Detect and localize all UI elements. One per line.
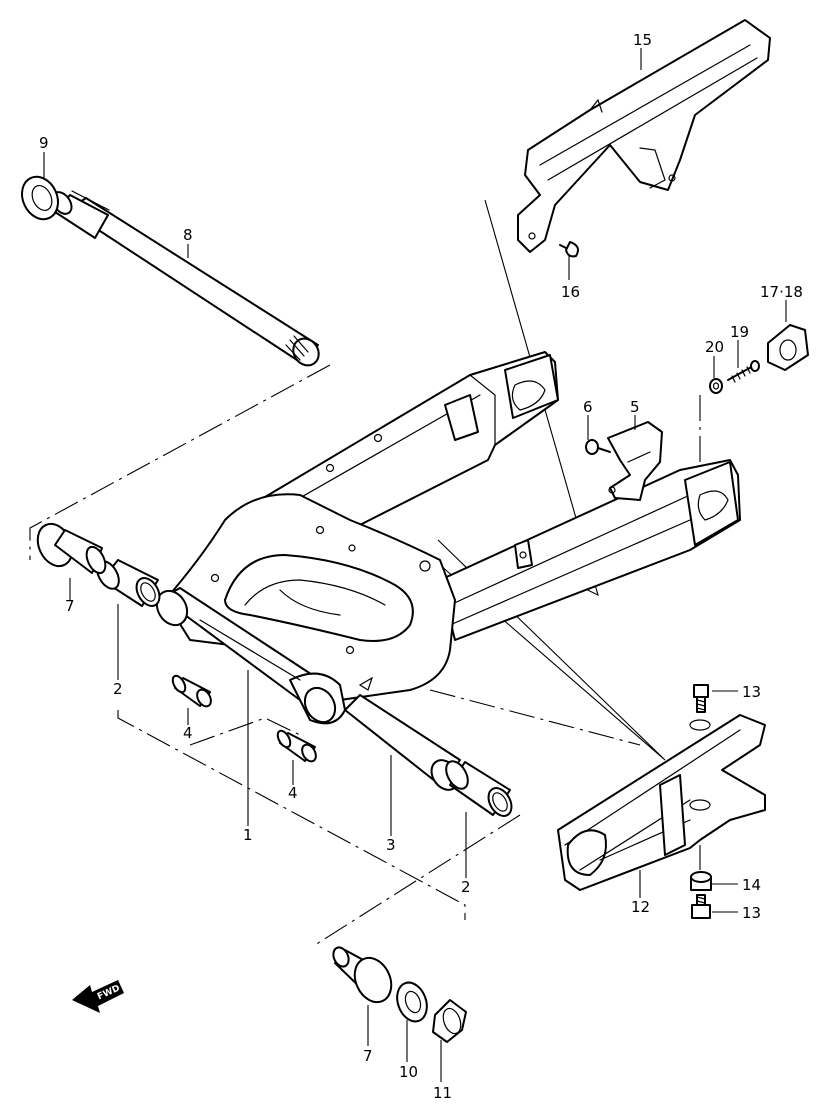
callout-17-18: 17·18 — [760, 283, 803, 301]
assembly-reference-lines — [29, 364, 701, 948]
block-washer — [709, 378, 723, 394]
callout-7-right: 7 — [363, 1047, 373, 1065]
block-bolt — [727, 360, 760, 383]
callout-15: 15 — [633, 31, 652, 49]
guide-bolt-upper — [693, 684, 709, 713]
leader-lines — [43, 48, 787, 1082]
callout-9: 9 — [39, 134, 49, 152]
forward-arrow-icon: FWD — [72, 980, 124, 1013]
callout-16: 16 — [561, 283, 580, 301]
small-bearing-upper — [171, 674, 212, 708]
guide-bolt-lower — [691, 894, 711, 919]
callout-14: 14 — [742, 876, 761, 894]
callout-1: 1 — [243, 826, 253, 844]
rubber-block — [767, 324, 809, 371]
pivot-shaft — [51, 190, 320, 367]
bracket-bolt — [585, 439, 611, 455]
pivot-spacer — [344, 694, 461, 791]
callout-6: 6 — [583, 398, 593, 416]
callout-3: 3 — [386, 836, 396, 854]
callout-11: 11 — [433, 1084, 452, 1102]
callout-13-upper: 13 — [742, 683, 761, 701]
chain-guide — [557, 714, 766, 891]
callout-20: 20 — [705, 338, 724, 356]
callout-4-lower: 4 — [288, 784, 298, 802]
callout-10: 10 — [399, 1063, 418, 1081]
callout-13-lower: 13 — [742, 904, 761, 922]
callout-5: 5 — [630, 398, 640, 416]
washer — [396, 981, 428, 1023]
callout-labels: 15 9 8 16 17·18 19 20 6 5 7 2 4 4 1 3 2 … — [39, 31, 803, 1102]
callout-19: 19 — [730, 323, 749, 341]
collar-left — [36, 522, 107, 575]
swingarm-body — [155, 351, 741, 725]
pivot-nut-right — [432, 999, 467, 1043]
callout-12: 12 — [631, 898, 650, 916]
callout-7-left: 7 — [65, 597, 75, 615]
needle-bearing-right — [445, 760, 513, 817]
small-bearing-lower — [276, 729, 317, 763]
callout-4-upper: 4 — [183, 724, 193, 742]
chain-guard-bracket — [607, 421, 663, 501]
guide-spacer — [690, 871, 712, 891]
chain-guard-screw — [559, 241, 579, 258]
collar-right — [332, 946, 393, 1004]
callout-2-right: 2 — [461, 878, 471, 896]
pivot-nut — [21, 175, 59, 221]
callout-8: 8 — [183, 226, 193, 244]
needle-bearing-left — [96, 559, 161, 607]
chain-guard — [517, 19, 771, 253]
callout-2-left: 2 — [113, 680, 123, 698]
